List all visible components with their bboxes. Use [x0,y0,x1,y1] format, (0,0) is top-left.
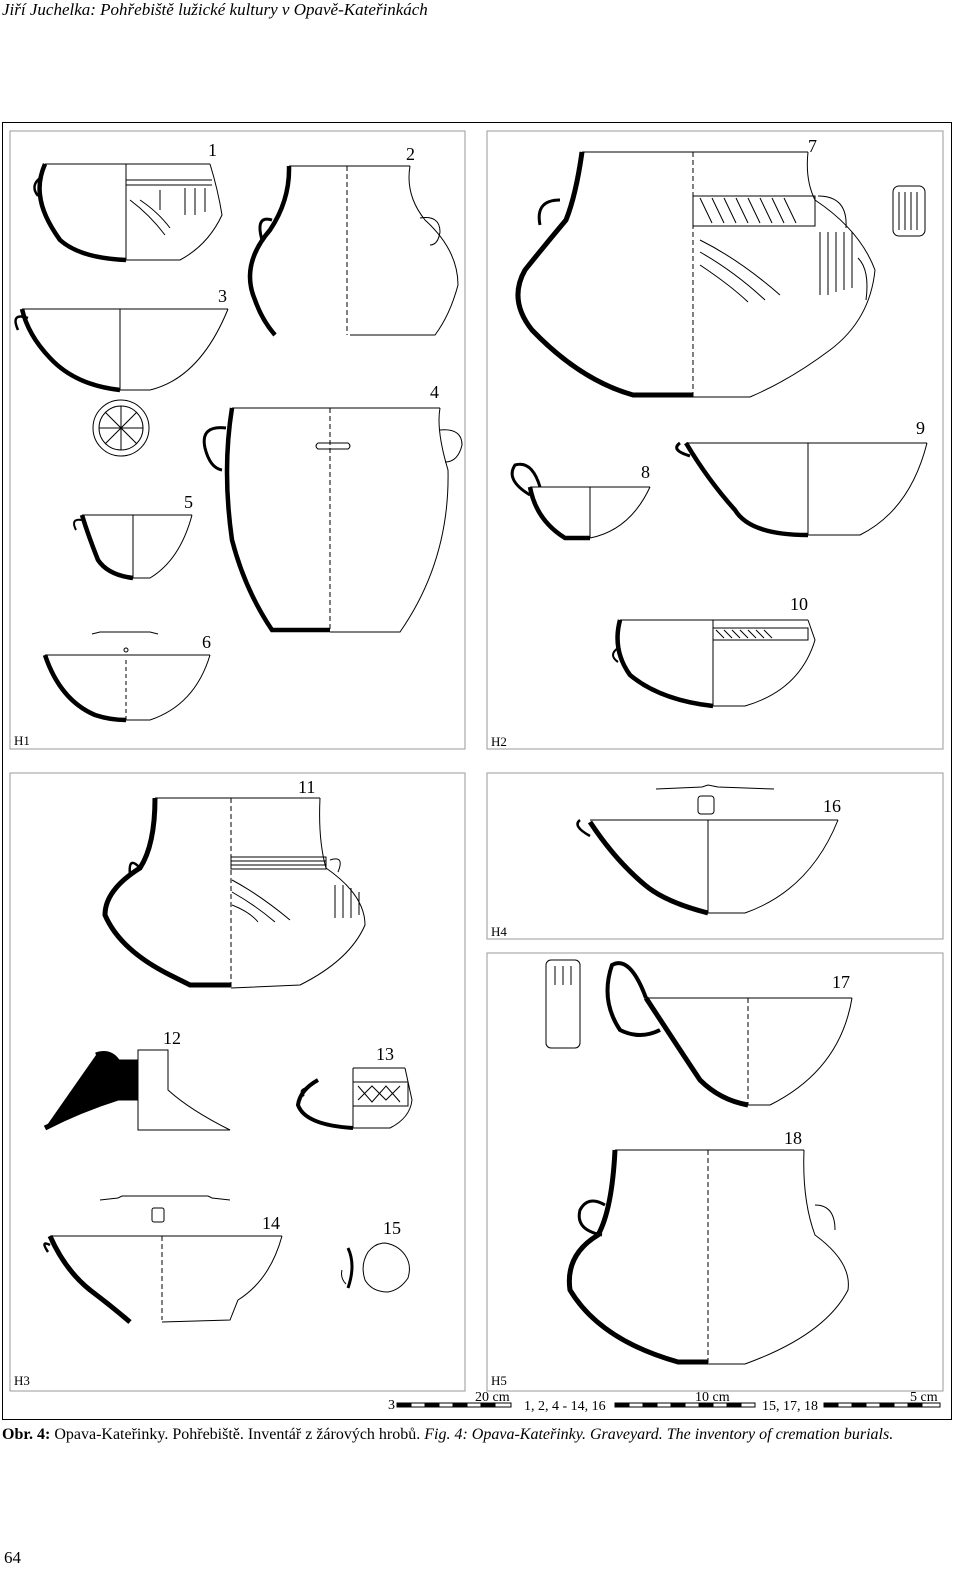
object-15 [341,1242,410,1293]
object-number-7: 7 [808,136,817,156]
object-number-14: 14 [262,1213,280,1233]
scale-10cm-label: 10 cm [695,1390,730,1405]
object-number-18: 18 [784,1128,802,1148]
panel-h5-frame [486,952,944,1392]
vessel-2 [247,165,459,337]
vessel-4 [202,407,463,633]
object-number-1: 1 [208,140,217,160]
object-number-15: 15 [383,1218,401,1238]
object-number-3: 3 [218,286,227,306]
object-number-4: 4 [430,382,439,402]
vessel-11 [102,797,366,990]
object-number-11: 11 [298,777,315,797]
panel-label-h3: H3 [14,1373,30,1388]
vessel-7-stamp [892,185,926,237]
panel-label-h2: H2 [491,734,507,749]
object-number-9: 9 [916,418,925,438]
scale-start-label: 3 [388,1398,395,1413]
object-number-2: 2 [406,144,415,164]
caption-label-en: Fig. 4: [424,1426,468,1443]
scale-bars [396,1402,941,1408]
panel-label-h1: H1 [14,733,30,748]
scale-group-2-label: 15, 17, 18 [762,1399,818,1414]
panel-label-h4: H4 [491,924,507,939]
vessel-16 [576,784,839,916]
scale-group-1-label: 1, 2, 4 - 14, 16 [524,1399,606,1414]
object-number-10: 10 [790,594,808,614]
scale-5cm-label: 5 cm [910,1390,938,1405]
caption-label-cz: Obr. 4: [2,1426,51,1443]
object-number-12: 12 [163,1028,181,1048]
vessel-18 [566,1149,849,1365]
figure-plate [2,122,952,1420]
vessel-12 [43,1049,231,1131]
vessel-14 [43,1195,283,1324]
vessel-3-base [92,399,150,457]
object-17-stamp [545,959,581,1049]
vessel-1 [33,163,223,263]
panel-h4-frame [486,772,944,940]
vessel-10 [612,619,816,709]
object-number-5: 5 [184,492,193,512]
vessel-9 [675,441,928,538]
object-number-17: 17 [832,972,850,992]
object-number-6: 6 [202,632,211,652]
caption-text-en: Opava-Kateřinky. Graveyard. The inventor… [471,1426,894,1443]
figure-caption: Obr. 4: Opava-Kateřinky. Pohřebiště. Inv… [2,1424,952,1446]
vessel-5 [73,514,193,581]
vessel-8 [510,462,651,541]
panel-h2-frame [486,130,944,750]
vessel-6 [42,631,211,723]
panel-h1-frame [9,130,466,750]
vessel-7 [515,151,876,398]
vessel-3 [14,308,229,393]
running-head: Jiří Juchelka: Pohřebiště lužické kultur… [2,0,428,19]
vessel-17 [605,961,853,1108]
page-number: 64 [4,1548,21,1567]
object-number-13: 13 [376,1044,394,1064]
panel-h3-frame [9,772,466,1392]
object-number-8: 8 [641,462,650,482]
vessel-13 [295,1067,413,1130]
object-number-16: 16 [823,796,841,816]
scale-20cm-label: 20 cm [475,1390,510,1405]
panel-label-h5: H5 [491,1373,507,1388]
caption-text-cz: Opava-Kateřinky. Pohřebiště. Inventář z … [54,1426,421,1443]
